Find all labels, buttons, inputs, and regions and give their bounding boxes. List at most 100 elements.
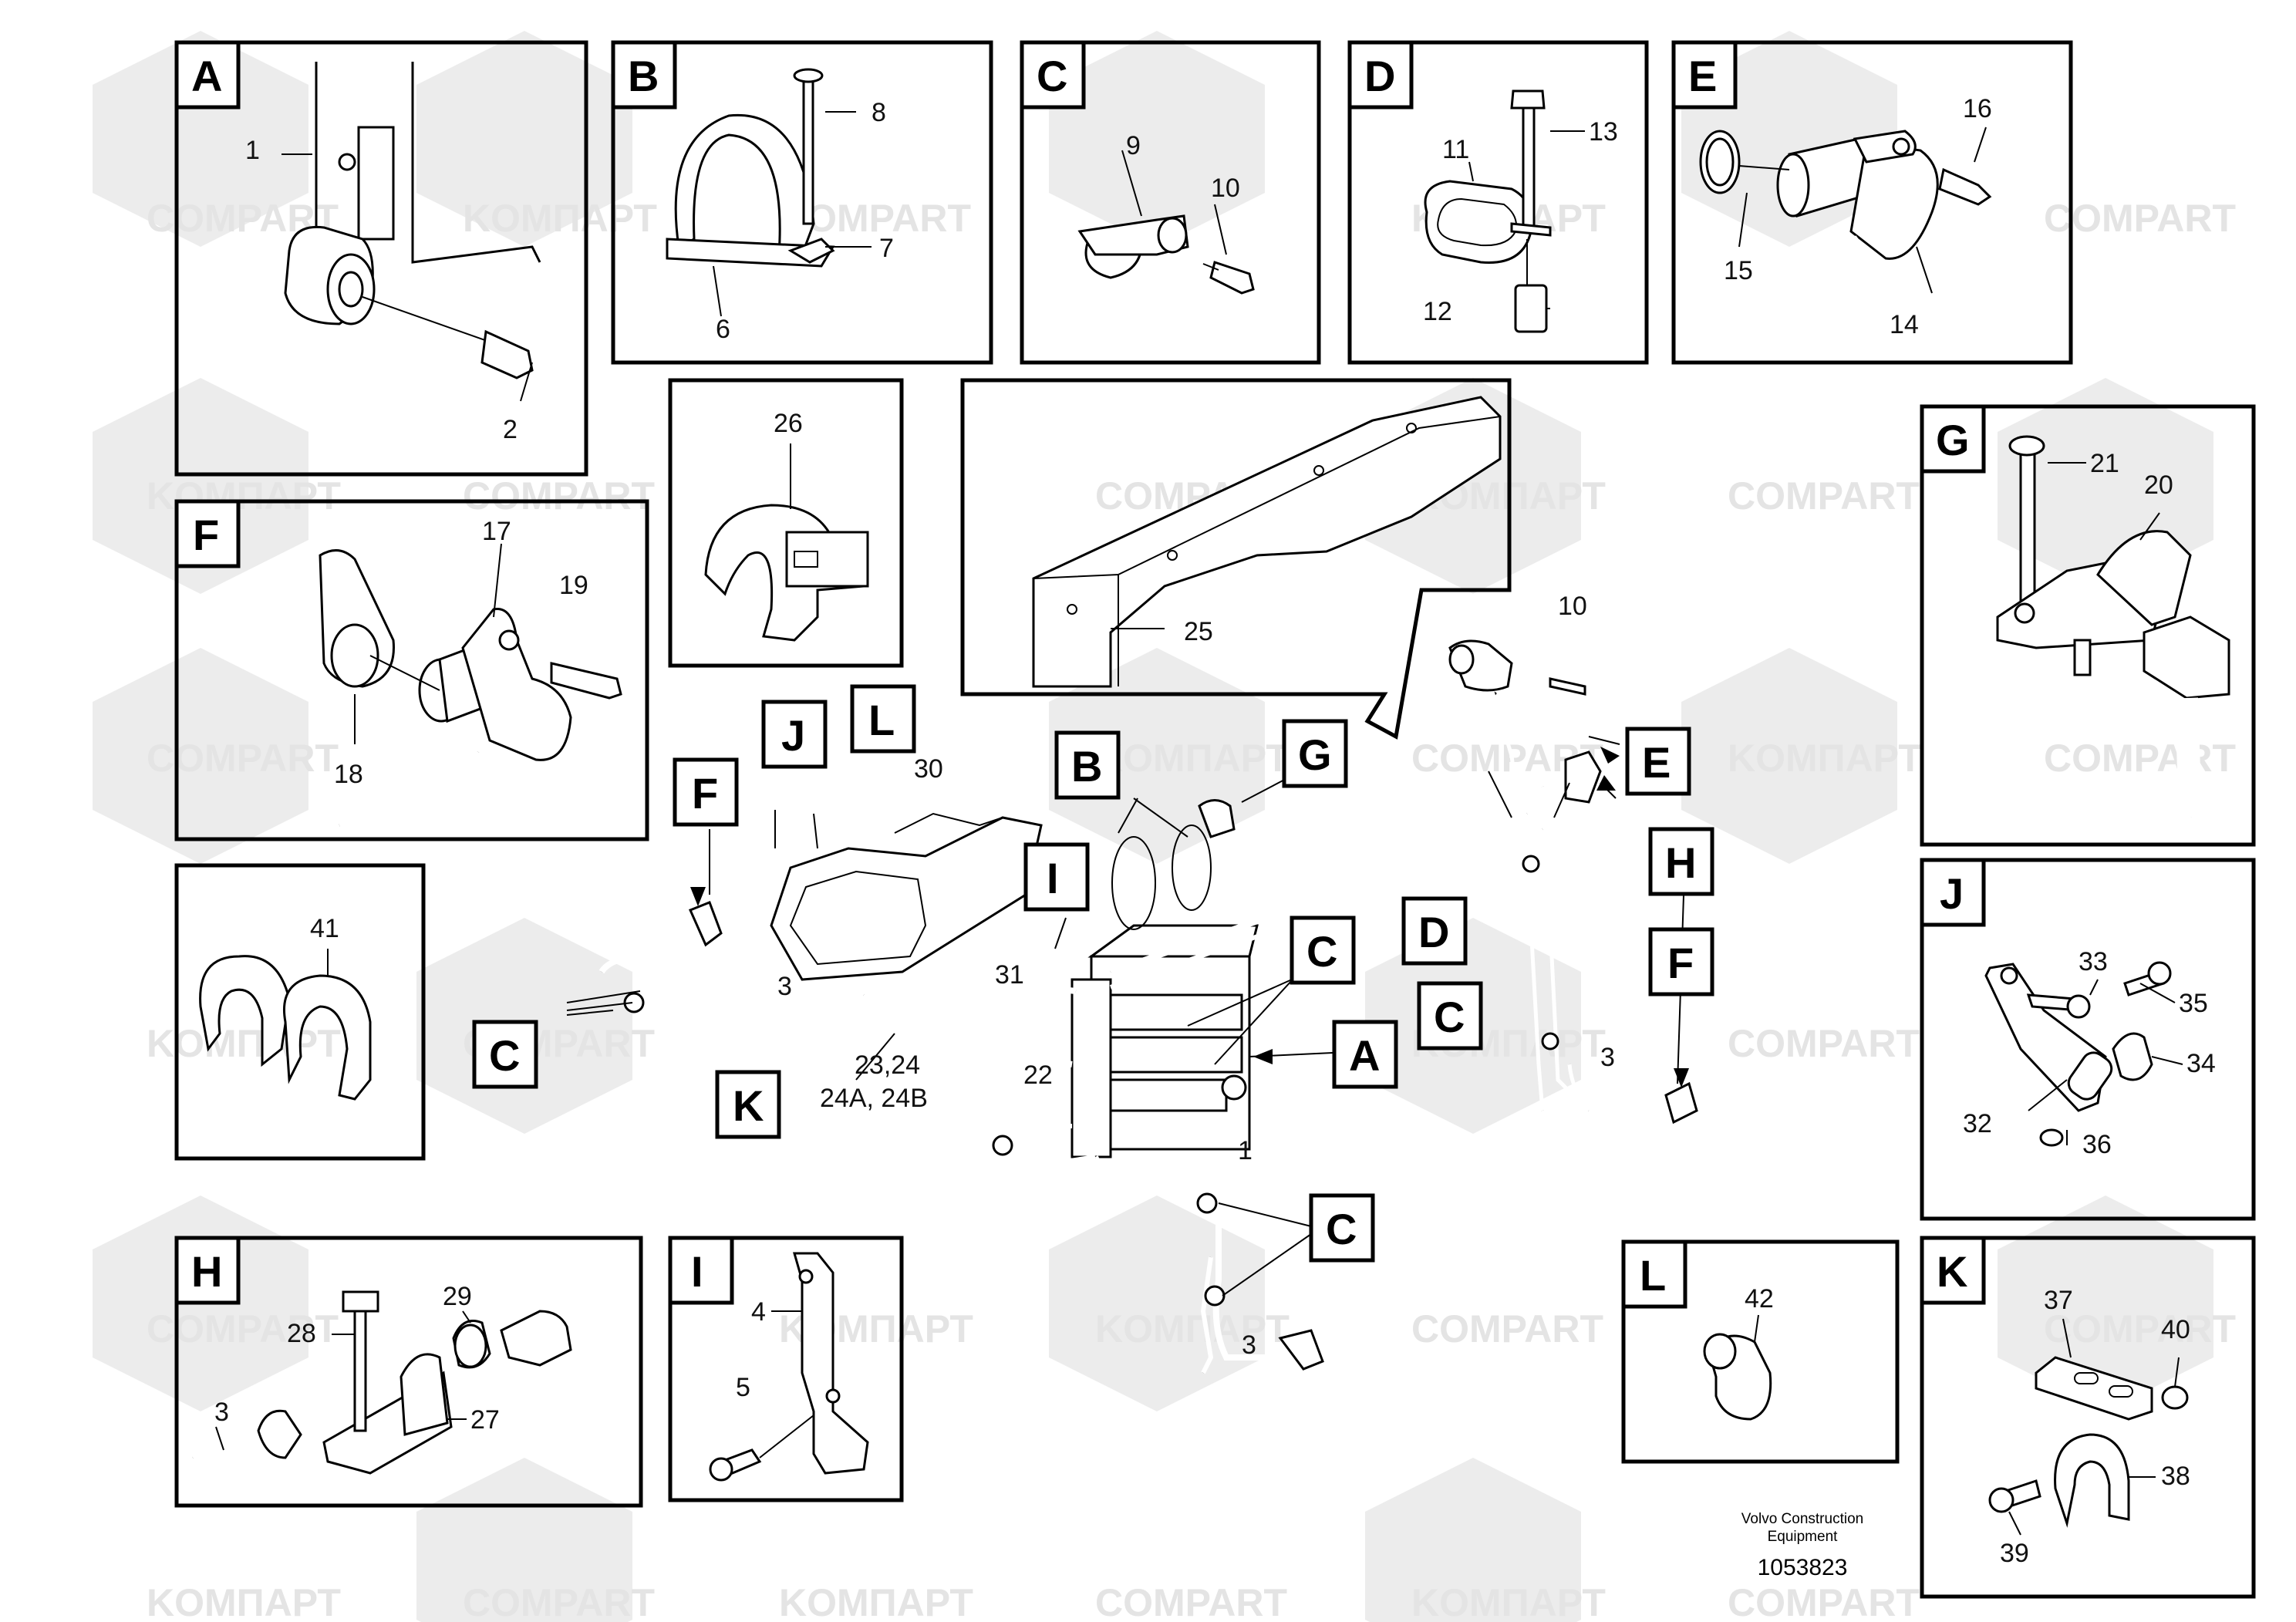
callout-f-left: F: [673, 757, 739, 827]
part-label-7: 7: [879, 234, 894, 263]
part-label-1: 1: [245, 136, 260, 165]
svg-text:F: F: [1667, 939, 1694, 987]
svg-text:B: B: [628, 52, 659, 100]
detail-panel-25: [960, 378, 1512, 740]
part-label-22: 22: [1023, 1061, 1053, 1090]
svg-text:D: D: [1364, 52, 1395, 100]
panel-tag-l: L: [1621, 1239, 1687, 1309]
detail-panel-e: [1671, 40, 2073, 365]
watermark-word: COMPART: [2044, 197, 2236, 240]
part-label-20: 20: [2144, 470, 2173, 500]
watermark-word: COMPART: [1728, 1581, 1920, 1622]
part-label-35: 35: [2179, 989, 2208, 1018]
watermark-word: KOMПАРТ: [147, 1581, 341, 1622]
svg-text:A: A: [191, 52, 222, 100]
callout-b-main: B: [1054, 730, 1121, 800]
detail-panel-j: [1920, 858, 2256, 1221]
part-label-26: 26: [774, 409, 803, 438]
svg-text:J: J: [1940, 869, 1964, 918]
footer: Volvo Construction Equipment 1053823: [1741, 1511, 1863, 1580]
part-label-41: 41: [310, 914, 339, 943]
panel-tag-i: I: [668, 1236, 734, 1305]
watermark-word: COMPART: [1728, 1022, 1920, 1065]
svg-text:L: L: [868, 696, 895, 744]
footer-illustration-number: 1053823: [1758, 1555, 1848, 1580]
svg-text:I: I: [691, 1247, 703, 1296]
svg-text:C: C: [1326, 1205, 1357, 1253]
part-label-3-main: 3: [777, 972, 792, 1001]
part-label-31: 31: [995, 960, 1024, 990]
detail-panel-a: [174, 40, 588, 477]
callout-c-main-1: C: [1290, 916, 1356, 985]
detail-panel-26: [668, 378, 904, 668]
part-label-23-24: 23,24: [855, 1050, 920, 1080]
svg-text:F: F: [692, 769, 718, 818]
part-label-10-main: 10: [1558, 592, 1587, 621]
part-label-37: 37: [2044, 1286, 2073, 1315]
part-label-40: 40: [2161, 1315, 2190, 1344]
callout-k-main: K: [715, 1070, 781, 1139]
callout-e-main: E: [1625, 727, 1691, 796]
callout-j: J: [761, 700, 828, 769]
svg-text:E: E: [1688, 52, 1717, 100]
callout-c-bottom: C: [1309, 1193, 1375, 1263]
part-label-29: 29: [443, 1282, 472, 1311]
detail-panel-l: [1621, 1239, 1900, 1464]
watermark-word: KOMПАРТ: [1095, 1307, 1290, 1351]
part-label-11: 11: [1442, 135, 1469, 164]
detail-i-drawing: [709, 1252, 869, 1482]
part-label-8: 8: [872, 98, 886, 127]
detail-k-drawing: [1988, 1318, 2189, 1536]
detail-j-drawing: [1984, 961, 2183, 1147]
svg-text:E: E: [1642, 738, 1671, 787]
watermark-word: COMPART: [1728, 474, 1920, 518]
detail-panel-h: [174, 1236, 643, 1508]
part-label-42: 42: [1745, 1284, 1774, 1313]
panel-tag-g: G: [1920, 404, 1986, 474]
detail-f-drawing: [319, 543, 622, 830]
part-label-19: 19: [559, 571, 588, 600]
svg-text:C: C: [489, 1031, 520, 1080]
part-label-5: 5: [736, 1373, 750, 1402]
part-label-39: 39: [2000, 1539, 2029, 1568]
detail-b-drawing: [666, 68, 872, 317]
panel-tag-k: K: [1920, 1236, 1986, 1305]
part-labels: 1 2 8 7 6 9 10 11 13 12 16 15 14 26 25 1…: [214, 94, 2216, 1568]
detail-l-drawing: [1703, 1314, 1772, 1421]
panel-tag-c: C: [1020, 40, 1086, 110]
callout-h-main: H: [1648, 827, 1714, 896]
part-label-24a-24b: 24A, 24B: [820, 1084, 928, 1113]
watermark-word: COMPART: [147, 737, 339, 780]
svg-text:B: B: [1071, 742, 1102, 791]
detail-panel-k: [1920, 1236, 2256, 1599]
svg-text:G: G: [1298, 730, 1332, 779]
watermark-word: COMPART: [2044, 737, 2236, 780]
detail-panel-i: [668, 1236, 904, 1502]
callout-c-left: C: [472, 1020, 538, 1089]
part-label-3-bottom: 3: [1242, 1330, 1256, 1360]
detail-panel-b: [611, 40, 993, 365]
panel-tag-b: B: [611, 40, 677, 110]
footer-brand-line2: Equipment: [1768, 1529, 1839, 1545]
panel-tag-h: H: [174, 1236, 241, 1305]
svg-text:J: J: [781, 711, 805, 760]
callout-c-right: C: [1417, 981, 1483, 1050]
part-label-3-h: 3: [214, 1398, 229, 1427]
detail-panel-c: [1020, 40, 1321, 365]
panel-tags: A B C D E F G J H I L K: [174, 40, 1986, 1309]
detail-26-drawing: [704, 443, 869, 642]
watermark-word: KOMПАРТ: [1411, 1581, 1606, 1622]
watermark-word: KOMПАРТ: [1095, 737, 1290, 780]
callout-l: L: [850, 684, 916, 754]
part-label-33: 33: [2079, 947, 2108, 976]
watermark-word: KOMПАРТ: [779, 1581, 973, 1622]
callout-g-main: G: [1282, 719, 1348, 788]
part-label-1-main: 1: [1238, 1136, 1253, 1165]
part-label-18: 18: [334, 760, 363, 789]
detail-41-drawing: [199, 949, 372, 1101]
main-callouts: J L F B G I C A C K E H D C F C: [472, 684, 1714, 1263]
panel-tag-f: F: [174, 499, 241, 568]
detail-a-drawing: [282, 62, 541, 402]
